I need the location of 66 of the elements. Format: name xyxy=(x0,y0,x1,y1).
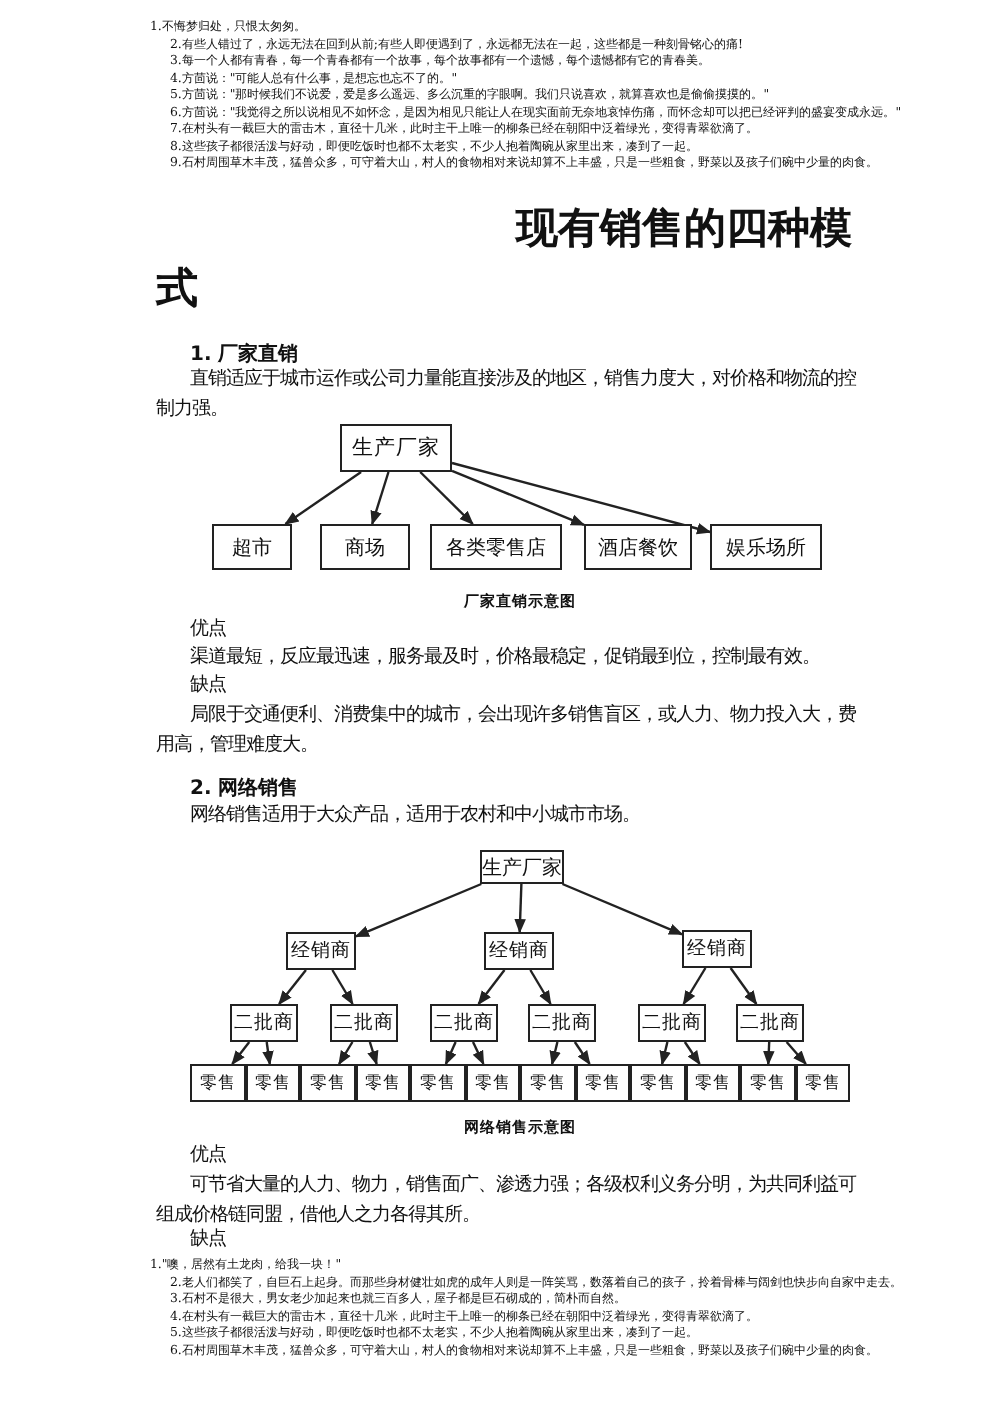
arrow xyxy=(471,1041,485,1066)
label-box: 二批商 xyxy=(230,1004,298,1042)
label-box: 二批商 xyxy=(430,1004,498,1042)
label-box: 零售 xyxy=(740,1064,795,1102)
arrow xyxy=(419,471,474,525)
label-box: 二批商 xyxy=(330,1004,398,1042)
paragraph: 直销适应于城市运作或公司力量能直接涉及的地区，销售力度大，对价格和物流的控制力强。 xyxy=(156,366,858,424)
paragraph: 局限于交通便利、消费集中的城市，会出现许多销售盲区，或人力、物力投入大，费用高，管理难度大。 xyxy=(156,702,858,760)
arrow xyxy=(729,967,758,1006)
label-box: 零售 xyxy=(355,1064,410,1102)
label-box: 经销商 xyxy=(484,932,554,970)
arrow xyxy=(444,1041,457,1066)
label-box: 经销商 xyxy=(286,932,356,970)
label-box: 零售 xyxy=(795,1064,850,1102)
arrow xyxy=(682,967,707,1006)
arrow xyxy=(331,969,354,1006)
label-box: 零售 xyxy=(685,1064,740,1102)
section-heading: 2. 网络销售 xyxy=(190,776,301,802)
arrow xyxy=(514,883,526,934)
arrow xyxy=(451,469,586,526)
label-box: 零售 xyxy=(520,1064,575,1102)
arrow xyxy=(278,969,307,1006)
paragraph: 缺点 xyxy=(190,1226,228,1254)
paragraph: 缺点 xyxy=(190,672,228,700)
label-box: 酒店餐饮 xyxy=(584,524,692,570)
arrow xyxy=(529,969,552,1006)
arrow xyxy=(549,1041,561,1066)
label-box: 零售 xyxy=(410,1064,465,1102)
title: 现有销售的四种模式 xyxy=(156,202,854,316)
label-box: 二批商 xyxy=(736,1004,804,1042)
arrow xyxy=(284,471,362,525)
arrow xyxy=(367,1041,379,1066)
arrow xyxy=(477,969,506,1006)
label-box: 娱乐场所 xyxy=(710,524,822,570)
arrow xyxy=(561,882,684,936)
label-box: 零售 xyxy=(575,1064,630,1102)
arrow xyxy=(573,1041,591,1066)
label-box: 二批商 xyxy=(638,1004,706,1042)
label-box: 零售 xyxy=(190,1064,245,1102)
arrow xyxy=(683,1041,701,1066)
paragraph: 优点 xyxy=(190,1142,228,1170)
label-box: 生产厂家 xyxy=(480,850,564,884)
arrow xyxy=(370,471,390,526)
label-box: 超市 xyxy=(212,524,292,570)
paragraph: 优点 xyxy=(190,616,228,644)
label-box: 零售 xyxy=(630,1064,685,1102)
label-box: 零售 xyxy=(465,1064,520,1102)
arrow xyxy=(451,461,712,535)
label-box: 各类零售店 xyxy=(430,524,562,570)
label-box: 生产厂家 xyxy=(340,424,452,472)
arrow xyxy=(354,882,482,938)
label-box: 商场 xyxy=(320,524,410,570)
arrow xyxy=(231,1041,251,1066)
paragraph: 网络销售适用于大众产品，适用于农村和中小城市市场。 xyxy=(188,802,642,830)
label-box: 零售 xyxy=(300,1064,355,1102)
label-box: 二批商 xyxy=(528,1004,596,1042)
section-heading: 1. 厂家直销 xyxy=(190,342,301,368)
label-box: 经销商 xyxy=(682,930,752,968)
arrow xyxy=(659,1041,671,1066)
arrow xyxy=(262,1041,274,1066)
arrow xyxy=(785,1041,807,1066)
arrow xyxy=(338,1041,354,1066)
paragraph: 可节省大量的人力、物力，销售面广、渗透力强；各级权利义务分明，为共同利益可组成价格链同盟，借他人之力各得其所。 xyxy=(156,1172,858,1228)
arrow xyxy=(763,1041,775,1066)
paragraph: 渠道最短，反应最迅速，服务最及时，价格最稳定，促销最到位，控制最有效。 xyxy=(188,644,822,672)
label-box: 零售 xyxy=(245,1064,300,1102)
